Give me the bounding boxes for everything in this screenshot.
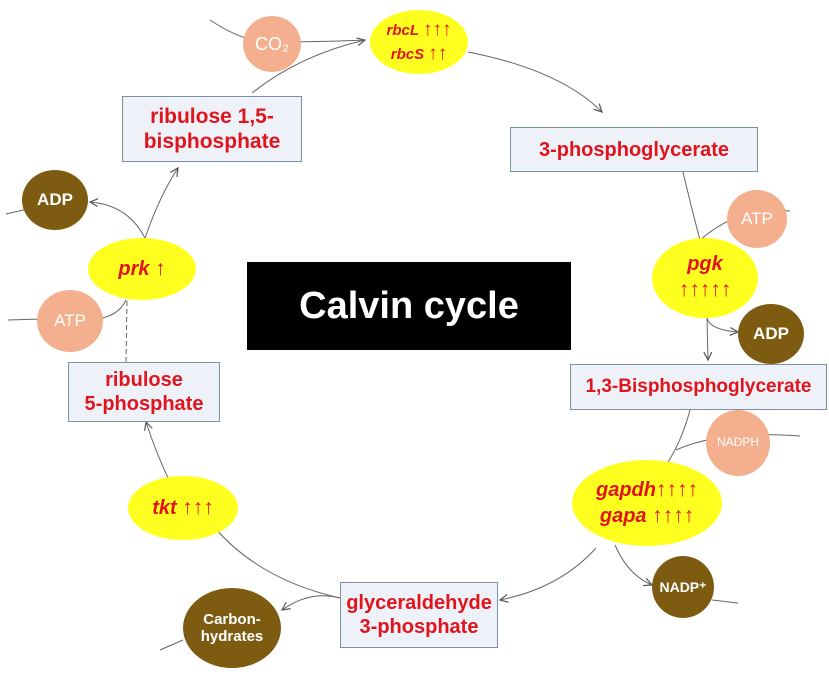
enzyme-prk-arrows: ↑ bbox=[155, 256, 166, 280]
arrow-adp-right-out bbox=[706, 317, 738, 332]
enzyme-gapdh-gapa: gapdh↑↑↑↑ gapa ↑↑↑↑ bbox=[572, 460, 722, 546]
box-ribulose-5-phosphate: ribulose 5-phosphate bbox=[68, 362, 220, 422]
cofactor-atp-left: ATP bbox=[37, 290, 103, 352]
box-1-3-bisphosphoglycerate: 1,3-Bisphosphoglycerate bbox=[570, 364, 827, 410]
enzyme-tkt-arrows: ↑↑↑ bbox=[182, 495, 214, 519]
enzyme-rubisco: rbcL ↑↑↑ rbcS ↑↑ bbox=[370, 10, 468, 74]
label-hydrates: hydrates bbox=[200, 628, 264, 645]
label-1-3-bisphosphoglycerate: 1,3-Bisphosphoglycerate bbox=[585, 375, 812, 397]
diagram-title: Calvin cycle bbox=[247, 262, 571, 350]
arrow-pgk-to-bpg bbox=[707, 317, 708, 360]
arrow-carbohydrates-out bbox=[282, 595, 341, 610]
enzyme-prk: prk ↑ bbox=[88, 238, 196, 300]
enzyme-pgk-arrows: ↑↑↑↑↑ bbox=[678, 278, 732, 302]
arrow-prk-to-rubp bbox=[144, 168, 178, 239]
label-3-phosphoglycerate: 3-phosphoglycerate bbox=[538, 138, 730, 161]
arrow-gapdh-to-g3p bbox=[500, 547, 597, 600]
cofactor-nadp: NADP⁺ bbox=[652, 556, 714, 618]
cofactor-adp-right: ADP bbox=[738, 304, 804, 364]
enzyme-gapa: gapa ↑↑↑↑ bbox=[599, 504, 695, 527]
enzyme-tkt-name: tkt bbox=[152, 496, 177, 519]
enzyme-prk-name: prk bbox=[118, 257, 150, 280]
enzyme-pgk: pgk ↑↑↑↑↑ bbox=[652, 238, 758, 318]
enzyme-pgk-name: pgk bbox=[687, 253, 723, 276]
cofactor-atp-right: ATP bbox=[727, 190, 787, 248]
enzyme-tkt: tkt ↑↑↑ bbox=[128, 476, 238, 540]
label-ribulose: ribulose bbox=[105, 369, 183, 391]
cofactor-nadph: NADPH bbox=[706, 410, 770, 476]
arrow-rubp-to-rubisco bbox=[251, 40, 365, 94]
box-glyceraldehyde-3-phosphate: glyceraldehyde 3-phosphate bbox=[340, 582, 498, 648]
arrow-g3p-to-tkt bbox=[214, 527, 341, 599]
box-3-phosphoglycerate: 3-phosphoglycerate bbox=[510, 127, 758, 172]
enzyme-rbcl: rbcL ↑↑↑ bbox=[386, 19, 452, 41]
arrow-rubisco-to-pga bbox=[467, 51, 602, 112]
arrow-nadp-out bbox=[614, 544, 652, 585]
arrow-adp-left-out bbox=[90, 202, 146, 239]
arrow-carbohydrates-tail bbox=[159, 639, 184, 651]
label-bisphosphate: bisphosphate bbox=[143, 130, 281, 153]
cofactor-co2: CO₂ bbox=[243, 16, 301, 72]
enzyme-gapdh: gapdh↑↑↑↑ bbox=[596, 477, 698, 501]
arrow-nadp-tail bbox=[711, 599, 739, 604]
arrow-ru5p-to-prk bbox=[125, 299, 128, 363]
arrow-tkt-to-ru5p bbox=[146, 422, 169, 479]
label-carbon: Carbon- bbox=[203, 610, 261, 628]
arrow-bpg-to-gapdh bbox=[667, 409, 691, 463]
enzyme-rbcs: rbcS ↑↑ bbox=[390, 43, 448, 64]
label-ribulose-1-5: ribulose 1,5- bbox=[150, 104, 274, 128]
label-3-phosphate: 3-phosphate bbox=[359, 616, 479, 638]
cofactor-carbohydrates: Carbon- hydrates bbox=[183, 588, 281, 668]
label-5-phosphate: 5-phosphate bbox=[84, 393, 204, 415]
label-glyceraldehyde: glyceraldehyde bbox=[346, 592, 492, 614]
arrow-pga-to-pgk bbox=[682, 171, 701, 241]
box-ribulose-1-5-bisphosphate: ribulose 1,5- bisphosphate bbox=[122, 96, 302, 162]
cofactor-adp-left: ADP bbox=[22, 170, 88, 230]
